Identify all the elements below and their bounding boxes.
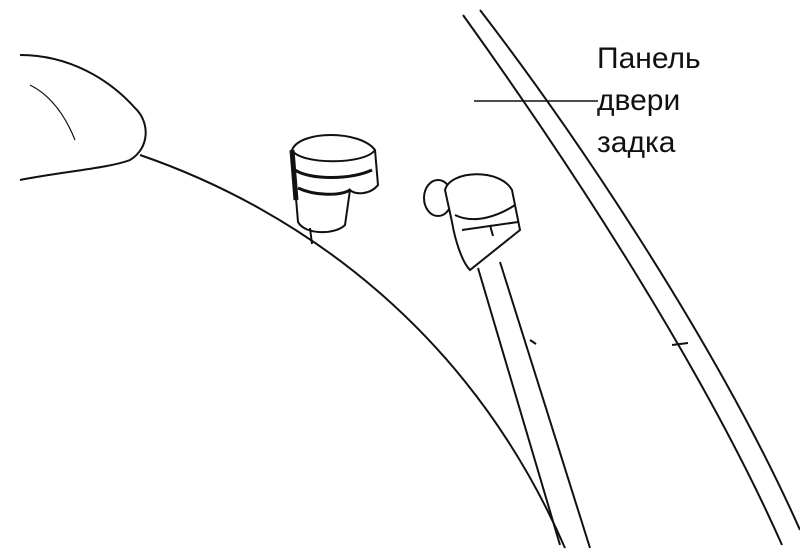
washer-hose — [477, 261, 591, 549]
washer-nozzle — [423, 173, 522, 272]
callout-label-line1: Панель — [597, 42, 701, 75]
finger-shape — [19, 54, 147, 181]
tailgate-panel-lines — [462, 9, 800, 546]
rubber-plug — [289, 134, 380, 245]
body-edge-curve — [139, 154, 566, 549]
callout-label-line2: двери — [597, 84, 681, 117]
callout-label-line3: задка — [597, 126, 676, 159]
